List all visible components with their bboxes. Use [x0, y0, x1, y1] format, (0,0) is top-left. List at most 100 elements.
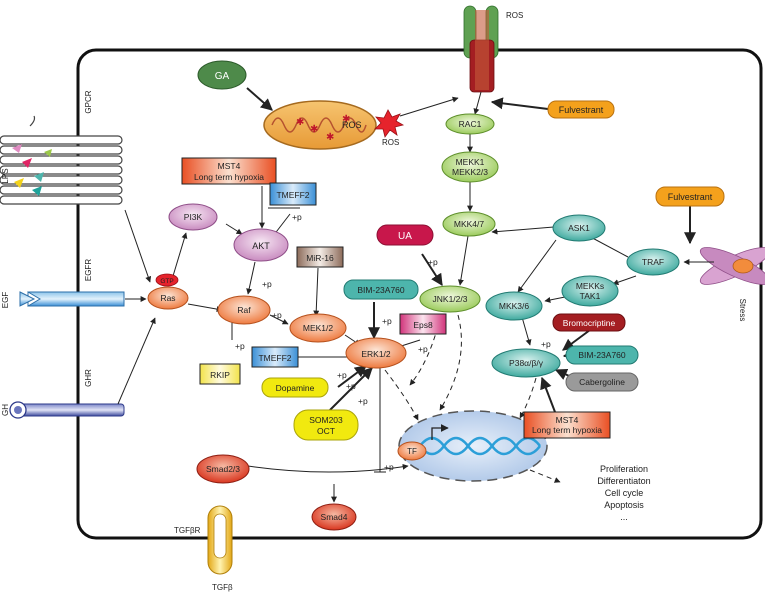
mekk23-label: MEKK2/3: [452, 167, 488, 177]
ask1-label: ASK1: [568, 223, 590, 233]
smad4-node: [311, 503, 357, 531]
mst4-top-node: [181, 157, 277, 185]
akt-node: [233, 228, 289, 262]
plus-p-dopamine-2: +p: [346, 381, 356, 391]
tgfb-label: TGFβ: [212, 583, 233, 592]
svg-text:✱: ✱: [326, 132, 334, 143]
mst4-top-label-1: MST4: [218, 161, 241, 171]
tgfbr-receptor: [207, 505, 233, 575]
fulvestrant-right-label: Fulvestrant: [668, 192, 713, 202]
gpcr-label: GPCR: [84, 90, 93, 113]
svg-text:✱: ✱: [342, 114, 350, 125]
mekks-tak1-node: [561, 275, 619, 307]
ga-label: GA: [215, 71, 230, 82]
ghr-label: GHR: [84, 369, 93, 387]
erk12-label: ERK1/2: [361, 349, 391, 359]
ras-node: [147, 286, 189, 310]
ros-channel: [463, 5, 499, 93]
plus-p-tmeff2-top: +p: [292, 212, 302, 222]
arrows: [117, 87, 714, 503]
mkk36-label: MKK3/6: [499, 301, 530, 311]
ros-star-label: ROS: [382, 138, 399, 147]
smad4-label: Smad4: [321, 512, 348, 522]
plus-p-bim-right: +p: [541, 339, 551, 349]
bromocriptine-label: Bromocriptine: [563, 318, 616, 328]
stress-receptor: [699, 247, 765, 285]
ga-node: [197, 60, 247, 90]
smad23-node: [196, 454, 250, 484]
ghr-receptor: [9, 401, 125, 419]
bim-right-label: BIM-23A760: [578, 350, 626, 360]
outcome-2: Differentiaton: [597, 476, 650, 486]
mkk47-node: [442, 211, 496, 237]
mekk-node: [441, 151, 499, 183]
lps-ligands: [12, 144, 52, 196]
plus-p-rkip: +p: [235, 341, 245, 351]
tak1-label: TAK1: [580, 291, 601, 301]
bim-mid-label: BIM-23A760: [357, 285, 405, 295]
egfr-label: EGFR: [84, 259, 93, 281]
jnk-label: JNK1/2/3: [433, 294, 468, 304]
akt-label: AKT: [252, 241, 270, 251]
plus-p-raf-mek: +p: [272, 310, 282, 320]
plus-p-eps8: +p: [418, 344, 428, 354]
traf-node: [626, 248, 680, 276]
plus-p-erk-tf: +p: [384, 462, 394, 472]
plus-p-som203: +p: [358, 396, 368, 406]
outcome-3: Cell cycle: [605, 488, 644, 498]
bromocriptine-node: [552, 313, 626, 332]
dashed-arrows: [384, 314, 561, 483]
svg-text:✱: ✱: [310, 124, 318, 135]
raf-label: Raf: [237, 305, 251, 315]
mito-ros-label: ROS: [342, 120, 362, 130]
pi3k-label: PI3K: [184, 212, 203, 222]
som203-label-1: SOM203: [309, 415, 343, 425]
gtp-label: GTP: [160, 278, 173, 285]
rac1-label: RAC1: [459, 119, 482, 129]
plus-p-dopamine: +p: [337, 370, 347, 380]
rac1-node: [445, 113, 495, 135]
plus-p-akt-raf: +p: [262, 279, 272, 289]
rkip-node: [199, 363, 241, 385]
cabergoline-node: [565, 372, 639, 392]
mitochondrion: ✱ ✱ ✱ ✱: [263, 100, 377, 150]
p38-label: P38α/β/γ: [509, 358, 544, 368]
mkk47-label: MKK4/7: [454, 219, 485, 229]
tmeff2-bottom-label: TMEFF2: [258, 353, 291, 363]
ras-label: Ras: [160, 293, 175, 303]
dopamine-label: Dopamine: [276, 383, 315, 393]
ua-node: [376, 224, 434, 246]
tf-node: [397, 441, 427, 461]
mekk1-label: MEKK1: [456, 157, 485, 167]
outcome-4: Apoptosis: [604, 500, 644, 510]
mek12-node: [289, 313, 347, 343]
gpcr-receptor: [0, 115, 123, 205]
ask1-node: [552, 214, 606, 242]
fulvestrant-right-node: [655, 186, 725, 207]
egf-label: EGF: [1, 292, 10, 309]
nucleus: [398, 410, 548, 482]
tf-label: TF: [407, 447, 417, 456]
fulvestrant-top-label: Fulvestrant: [559, 105, 604, 115]
ua-label: UA: [398, 231, 412, 242]
jnk-node: [419, 285, 481, 313]
eps8-label: Eps8: [413, 320, 433, 330]
plus-p-bim-erk: +p: [382, 316, 392, 326]
plus-p-ua: +p: [428, 257, 438, 267]
p38-node: [491, 348, 561, 378]
traf-label: TRAF: [642, 257, 664, 267]
smad23-label: Smad2/3: [206, 464, 240, 474]
phosphorylation-labels: +p +p +p +p +p +p +p +p +p +p +p +p: [235, 212, 551, 472]
mst4-bottom-label-2: Long term hypoxia: [532, 425, 602, 435]
lps-label: LPS: [1, 168, 10, 183]
tgfbr-label: TGFβR: [174, 526, 201, 535]
erk12-node: [345, 337, 407, 369]
stress-label: Stress: [738, 299, 747, 322]
mir16-node: [296, 246, 344, 268]
gh-label: GH: [1, 404, 10, 416]
smad-to-tf-arrow: [247, 463, 409, 473]
mst4-top-label-2: Long term hypoxia: [194, 172, 264, 182]
mekks-label: MEKKs: [576, 281, 604, 291]
dopamine-node: [261, 377, 329, 398]
tmeff2-bottom-node: [251, 346, 299, 368]
